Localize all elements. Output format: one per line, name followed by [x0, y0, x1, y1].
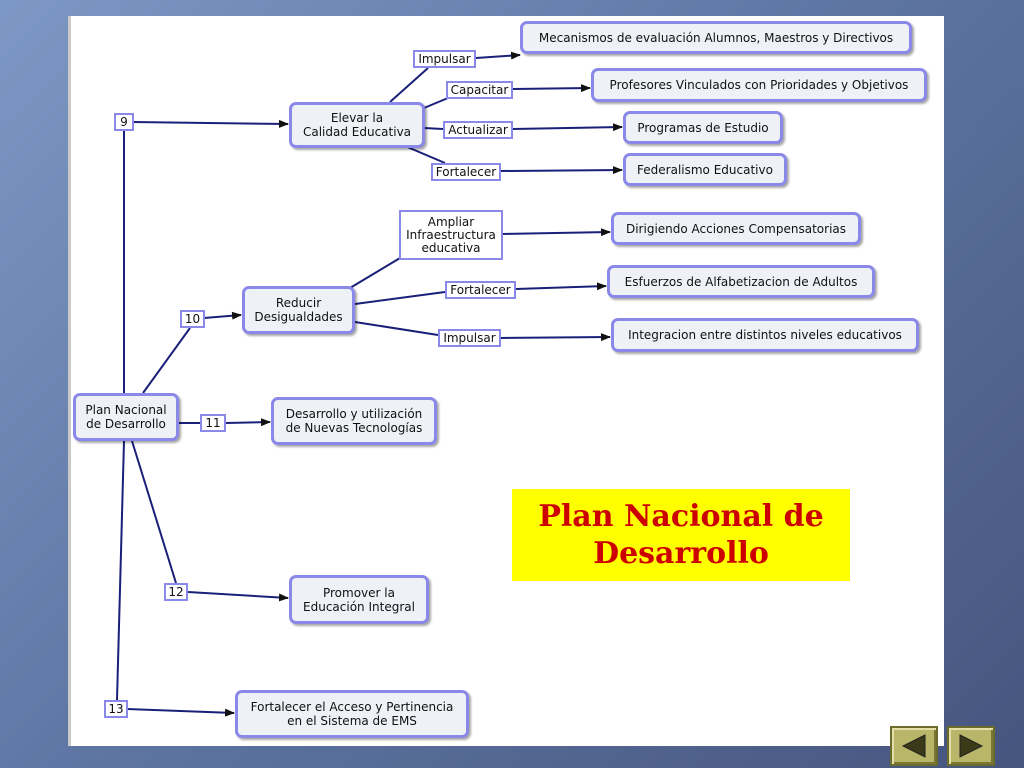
link-label-capacitar: Capacitar [446, 81, 513, 99]
node-esfuerzos: Esfuerzos de Alfabetizacion de Adultos [607, 265, 875, 298]
link-label-10: 10 [180, 310, 205, 328]
node-dirigiendo: Dirigiendo Acciones Compensatorias [611, 212, 861, 245]
connector-13-fortalecer [126, 708, 235, 717]
link-label-9: 9 [114, 113, 134, 131]
triangle-right-icon [959, 734, 984, 758]
link-label-impulsar: Impulsar [413, 50, 476, 68]
link-label-11: 11 [200, 414, 226, 432]
link-label-fortalecer-2: Fortalecer [445, 281, 516, 299]
triangle-left-icon [901, 734, 926, 758]
connector-impulsar2-integracion [500, 333, 611, 342]
connector-11-desarrollo [225, 418, 271, 427]
node-integracion: Integracion entre distintos niveles educ… [611, 318, 919, 352]
diagram-title: Plan Nacional de Desarrollo [512, 489, 850, 581]
connector-actualizar-programas [512, 123, 623, 132]
node-programas: Programas de Estudio [623, 111, 783, 144]
connector-reducir-fortalecer2 [354, 291, 446, 305]
node-elevar-calidad: Elevar la Calidad Educativa [289, 102, 425, 148]
connector-fortalecer1-federalismo [500, 166, 623, 175]
connector-reducir-impulsar2 [354, 321, 439, 336]
node-fortalecer-acceso: Fortalecer el Acceso y Pertinencia en el… [235, 690, 469, 738]
connector-12-promover [187, 591, 289, 602]
connector-elevar-capacitar [423, 97, 449, 109]
node-mecanismos: Mecanismos de evaluación Alumnos, Maestr… [520, 21, 912, 54]
node-reducir-desigualdades: Reducir Desigualdades [242, 286, 355, 334]
connector-10-reducir [203, 311, 242, 320]
connector-capacitar-profesores [512, 84, 591, 93]
connector-root-12 [131, 440, 177, 584]
node-profesores: Profesores Vinculados con Prioridades y … [591, 68, 927, 102]
node-promover-educacion: Promover la Educación Integral [289, 575, 429, 624]
link-label-13: 13 [104, 700, 128, 718]
connector-ampliar-dirigiendo [501, 228, 611, 237]
link-label-12: 12 [164, 583, 188, 601]
link-label-actualizar: Actualizar [443, 121, 513, 139]
link-label-impulsar-2: Impulsar [438, 329, 501, 347]
prev-slide-button[interactable] [890, 726, 938, 766]
link-label-ampliar-infraestructura: Ampliar Infraestructura educativa [399, 210, 503, 260]
link-label-fortalecer: Fortalecer [431, 163, 501, 181]
connector-root-13 [116, 440, 125, 701]
connector-root-10 [142, 327, 191, 394]
connector-impulsar-mecanismos [475, 51, 521, 60]
node-federalismo: Federalismo Educativo [623, 153, 787, 186]
connector-elevar-fortalecer1 [404, 145, 446, 164]
connector-9-elevar [131, 119, 289, 128]
connector-elevar-impulsar [389, 67, 429, 103]
connector-fortalecer2-esfuerzos [515, 282, 607, 291]
connector-reducir-ampliar [349, 257, 401, 289]
next-slide-button[interactable] [947, 726, 995, 766]
slide-edge [68, 16, 71, 746]
connector-elevar-actualizar [423, 127, 444, 130]
node-desarrollo-tecnologias: Desarrollo y utilización de Nuevas Tecno… [271, 397, 437, 445]
node-plan-nacional: Plan Nacional de Desarrollo [73, 393, 179, 441]
